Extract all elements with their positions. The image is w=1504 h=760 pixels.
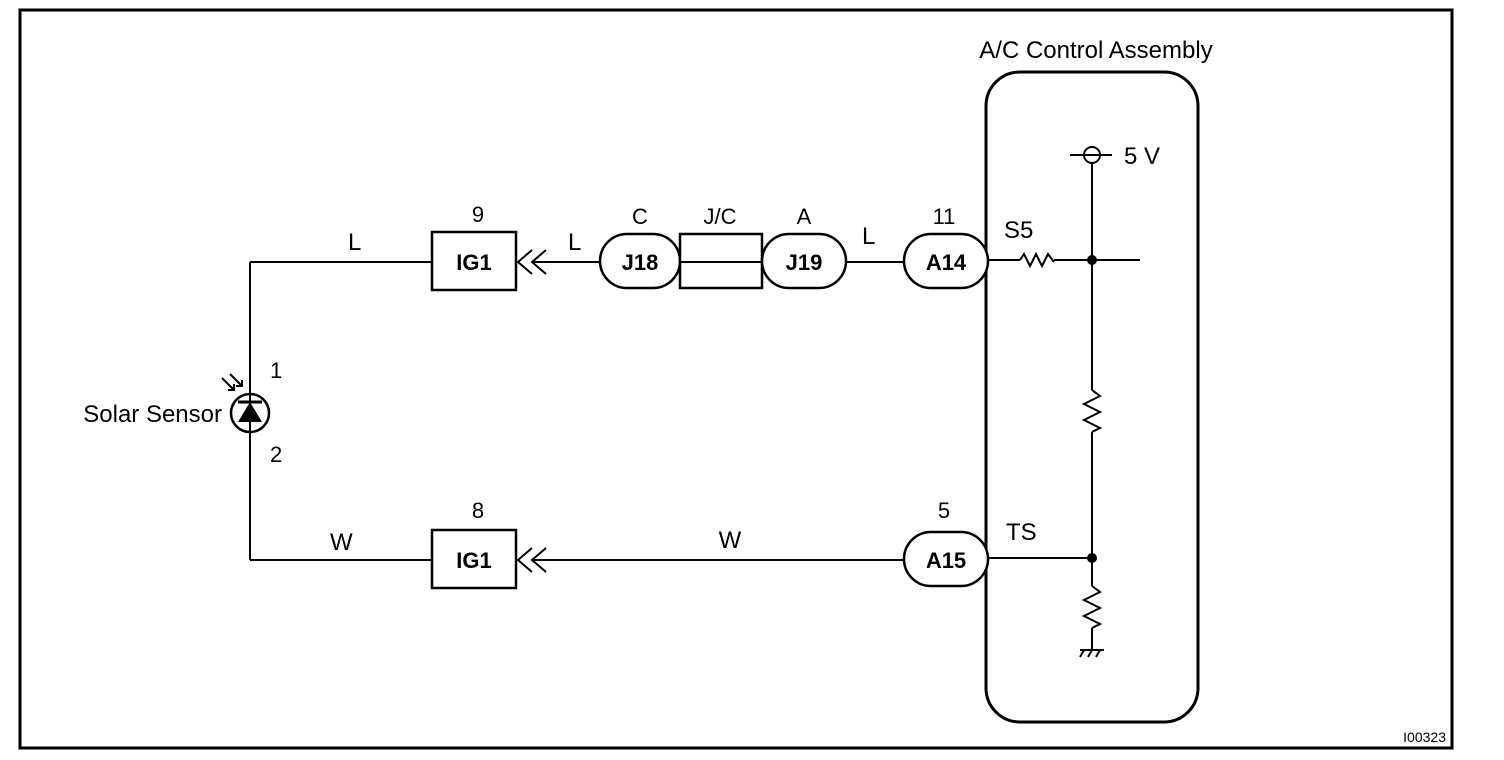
connector-ig1-top — [430, 230, 518, 292]
connector-a14-pin: 11 — [933, 204, 956, 229]
connector-ig1-top-label: IG1 — [456, 250, 491, 275]
pulldown-resistor-icon — [1081, 585, 1103, 629]
connector-ig1-bottom-label: IG1 — [456, 548, 491, 573]
s5-junction-dot — [1087, 255, 1097, 265]
ig1-bottom-chevron-1 — [516, 547, 533, 573]
connector-j18-label: J18 — [622, 250, 659, 275]
wire-color-top-right: L — [862, 223, 875, 250]
light-arrows-icon — [221, 373, 243, 391]
figure-code: I00323 — [1403, 729, 1446, 745]
sensor-pin-2: 2 — [270, 442, 282, 467]
terminal-ts-label: TS — [1006, 519, 1037, 546]
connector-j18-pin: C — [632, 204, 648, 229]
s5-resistor-icon — [1019, 251, 1055, 269]
terminal-s5-label: S5 — [1004, 217, 1033, 244]
ig1-top-chevron-1 — [516, 249, 533, 275]
solar-sensor-label: Solar Sensor — [83, 401, 222, 428]
junction-connector-jc-label: J/C — [704, 204, 737, 229]
wire-color-top-mid: L — [568, 229, 581, 256]
solar-sensor-icon — [229, 392, 271, 434]
wire-color-top-left: L — [348, 229, 361, 256]
ac-control-assembly-box — [984, 70, 1200, 724]
connector-a14-label: A14 — [926, 250, 967, 275]
connector-ig1-top-pin: 9 — [472, 202, 484, 227]
wire-color-bottom-right: W — [719, 527, 742, 554]
connector-ig1-bottom — [430, 528, 518, 590]
pullup-resistor-icon — [1081, 389, 1103, 433]
diagram-frame — [18, 8, 1454, 750]
connector-a15-pin: 5 — [938, 498, 950, 523]
supply-voltage-label: 5 V — [1124, 143, 1160, 170]
connector-ig1-bottom-pin: 8 — [472, 498, 484, 523]
wire-color-bottom-left: W — [330, 529, 353, 556]
connector-a15-label: A15 — [926, 548, 966, 573]
connector-a15 — [902, 530, 990, 588]
ac-control-assembly-label: A/C Control Assembly — [979, 37, 1212, 64]
connector-j19-label: J19 — [786, 250, 823, 275]
ts-junction-dot — [1087, 553, 1097, 563]
ground-icon — [1079, 649, 1104, 658]
connector-j19-pin: A — [797, 204, 812, 229]
sensor-pin-1: 1 — [270, 358, 282, 383]
connector-a14 — [902, 232, 990, 290]
